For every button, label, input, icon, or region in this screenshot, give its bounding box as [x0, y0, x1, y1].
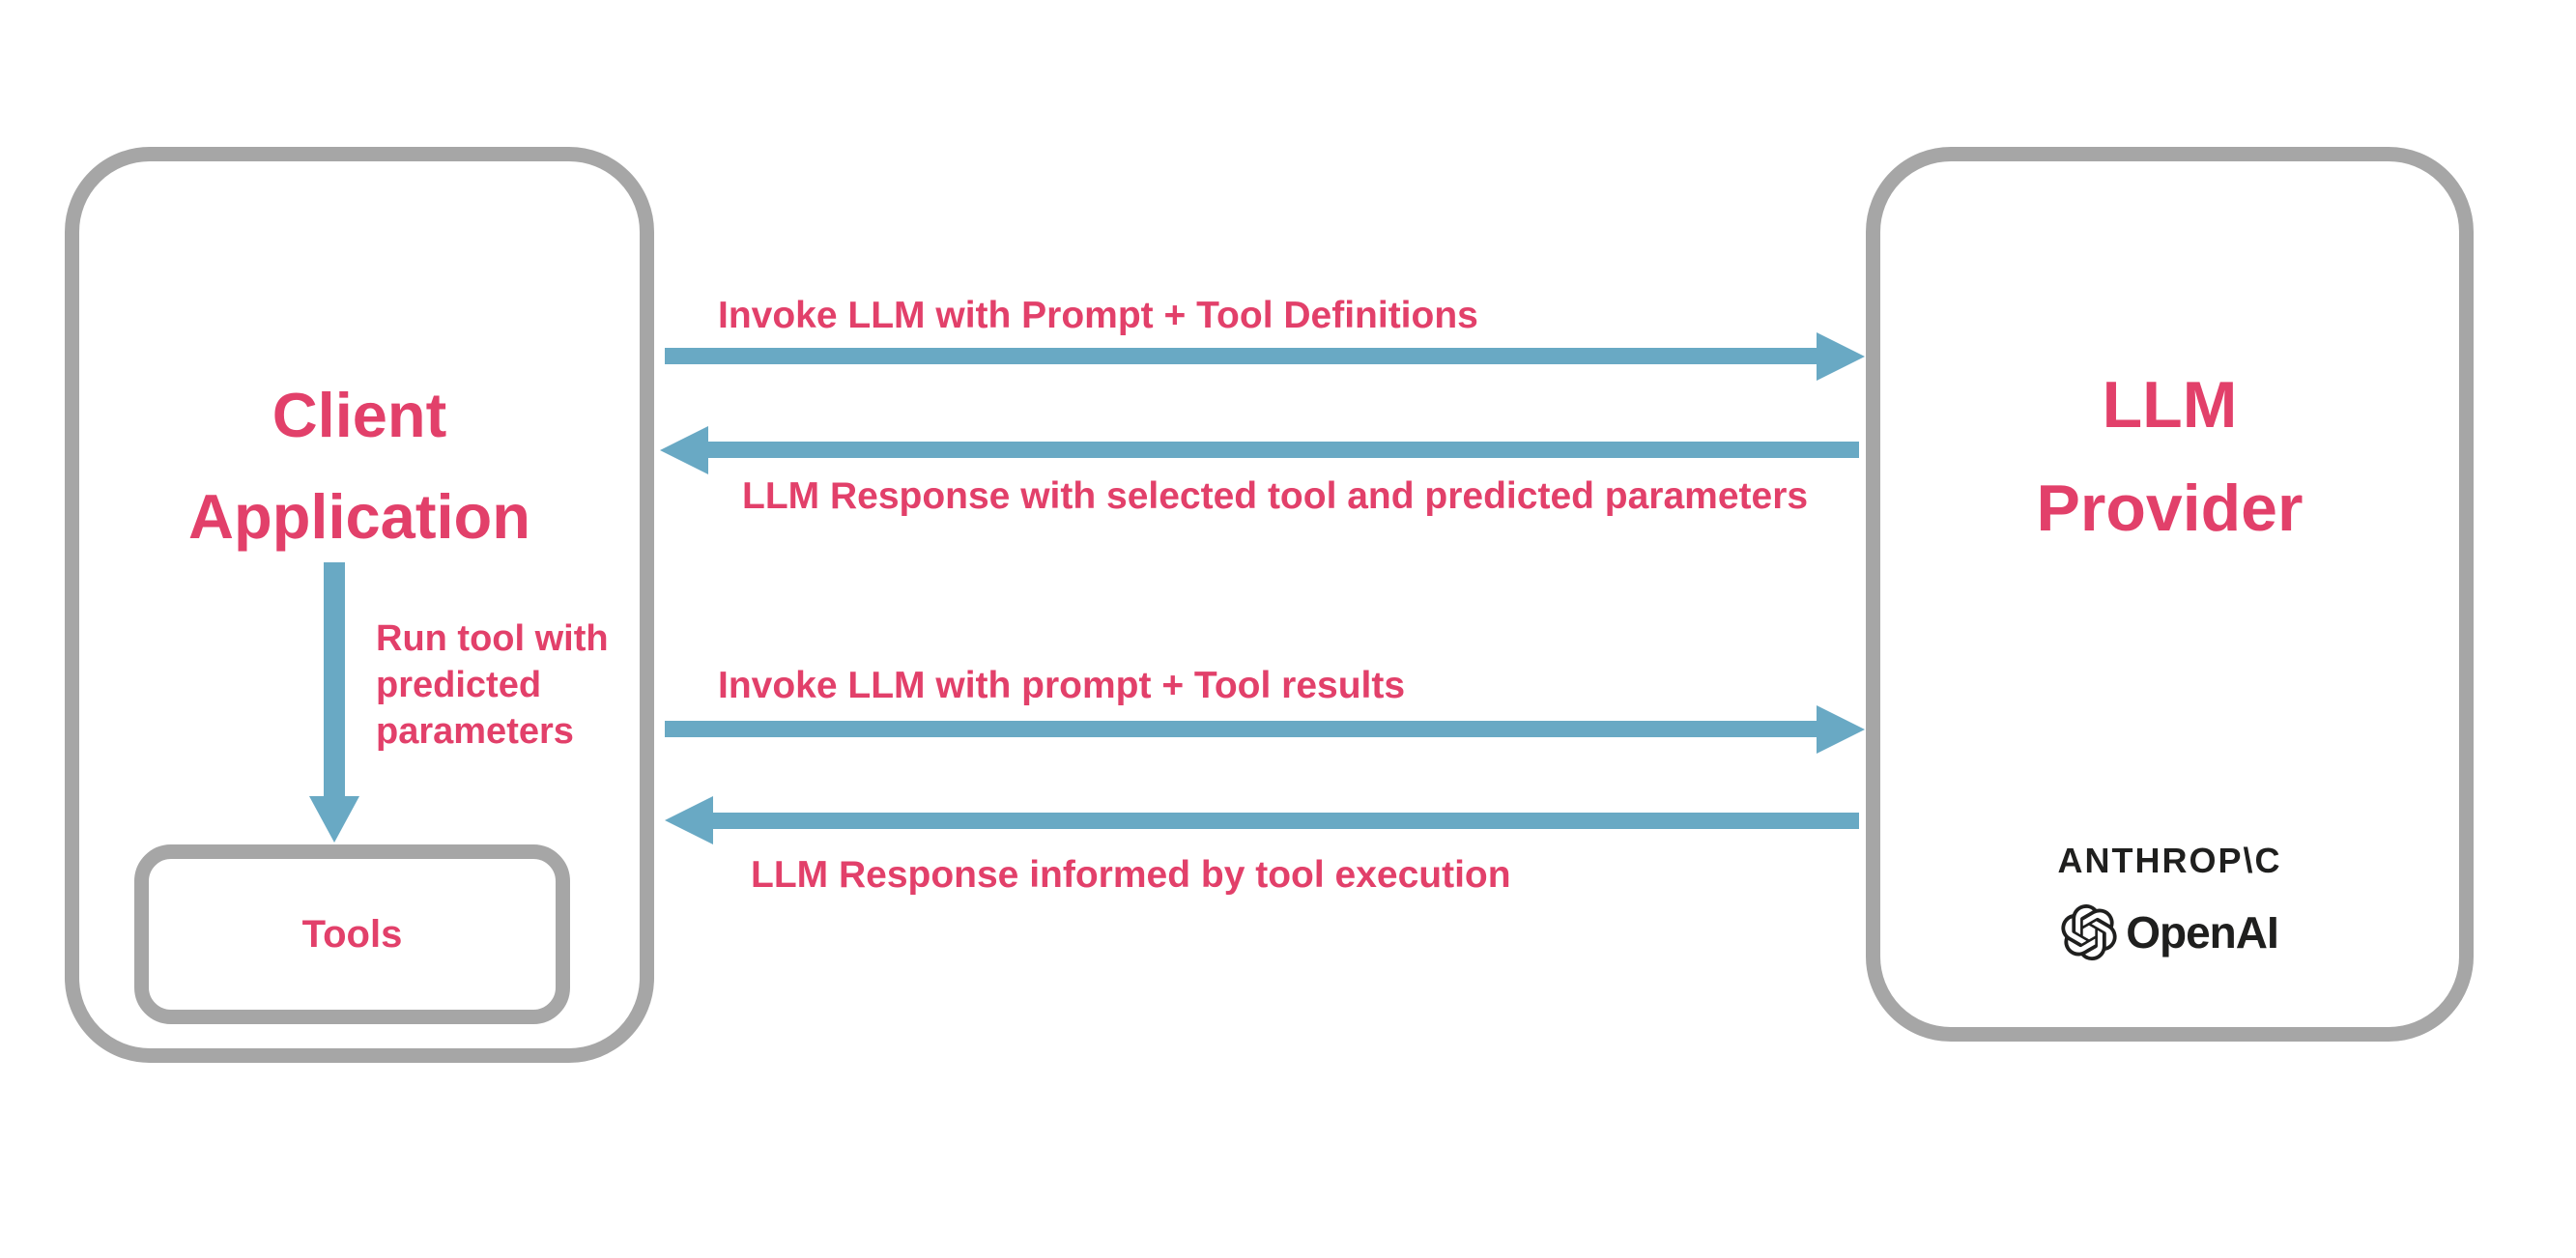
anthropic-logo: ANTHROP\C: [2057, 841, 2282, 880]
openai-logo-icon: [2061, 904, 2117, 960]
tools-box: Tools: [134, 844, 570, 1024]
client-application-title: Client Application: [65, 364, 654, 567]
arrow3-label: Invoke LLM with prompt + Tool results: [718, 665, 1406, 706]
llm-provider-title: LLM Provider: [1866, 354, 2474, 560]
arrow1-right-bar: [665, 348, 1817, 364]
run-tool-label: Run tool with predicted parameters: [376, 615, 609, 755]
provider-title-line1: LLM: [2102, 368, 2238, 442]
arrow3-right-head-icon: [1817, 705, 1865, 754]
run-tool-label-line2: predicted: [376, 665, 542, 705]
arrow2-label: LLM Response with selected tool and pred…: [742, 475, 1809, 517]
run-tool-label-line1: Run tool with: [376, 618, 609, 659]
run-tool-label-line3: parameters: [376, 711, 574, 752]
openai-logo: OpenAI: [1866, 904, 2474, 960]
arrow3-right-bar: [665, 721, 1817, 737]
arrow4-left-bar: [713, 813, 1859, 829]
openai-logo-text: OpenAI: [2126, 907, 2279, 958]
client-title-line2: Application: [188, 481, 530, 552]
llm-provider-box: [1866, 147, 2474, 1042]
arrow1-label: Invoke LLM with Prompt + Tool Definition…: [718, 295, 1478, 336]
run-tool-arrow-bar: [324, 562, 345, 796]
arrow4-left-head-icon: [665, 796, 713, 844]
tools-label: Tools: [301, 912, 403, 956]
client-title-line1: Client: [272, 380, 447, 450]
arrow2-left-head-icon: [660, 426, 708, 474]
run-tool-arrow-head-icon: [309, 796, 359, 843]
provider-title-line2: Provider: [2036, 472, 2304, 545]
arrow1-right-head-icon: [1817, 332, 1865, 381]
arrow4-label: LLM Response informed by tool execution: [751, 854, 1511, 896]
arrow2-left-bar: [708, 442, 1859, 458]
